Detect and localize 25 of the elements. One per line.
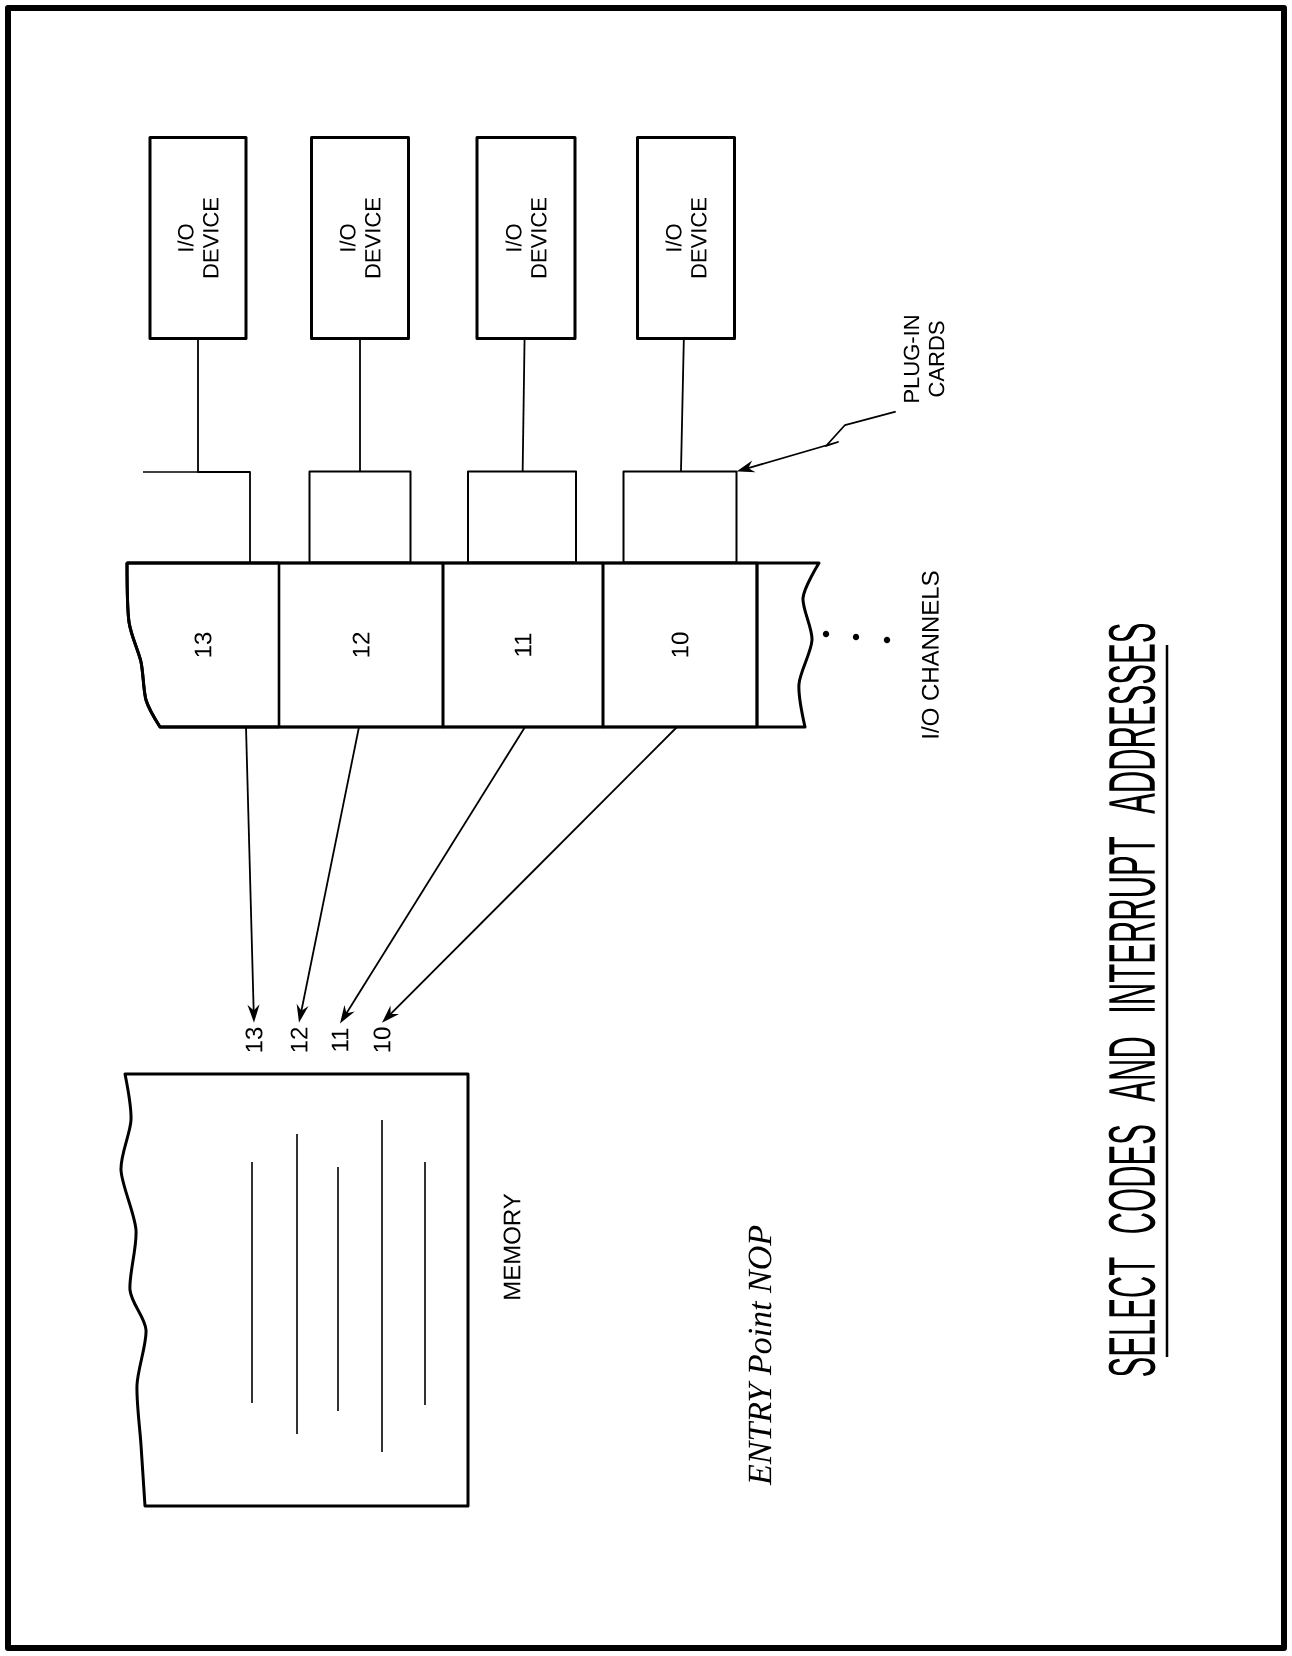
connector-line [680,337,685,473]
address-number: 12 [290,1027,308,1052]
address-number: 10 [373,1027,391,1052]
connector-line [197,337,251,564]
device-box: I/O DEVICE [636,136,736,340]
channel-cell: 10 [601,561,759,729]
address-number: 11 [331,1028,349,1051]
plug-in-card [467,470,577,564]
channel-cell: 12 [277,561,445,729]
memory-block [119,1072,470,1508]
callout-label: PLUG-IN CARDS [903,316,945,402]
address-number: 13 [245,1027,263,1052]
handwritten-note: ENTRY Point NOP [748,1225,772,1486]
device-box: I/O DEVICE [475,136,577,340]
channel-cell: 13 [125,561,279,729]
plug-in-card [622,470,738,564]
plug-in-card [308,470,412,564]
channel-cell: 11 [441,561,605,729]
channels-label: I/O CHANNELS [921,571,939,738]
part-label: MEMORY [503,1193,521,1299]
device-box: I/O DEVICE [310,136,410,340]
connector-line [521,337,526,473]
device-box: I/O DEVICE [148,136,248,340]
connector-line [359,337,361,473]
title: SELECT CODES AND INTERRUPT ADDRESSES [1108,624,1156,1377]
